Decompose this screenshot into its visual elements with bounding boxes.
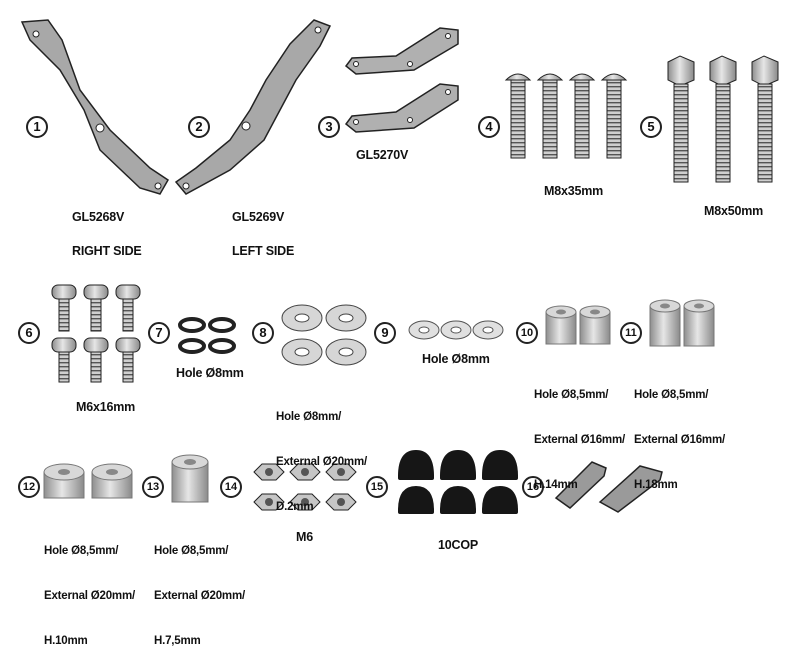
spec-line: Hole Ø8,5mm/ <box>154 545 229 557</box>
part-code: GL5268V <box>72 210 125 224</box>
part-side-label: LEFT SIDE <box>232 244 295 258</box>
right-side-bracket <box>20 19 169 195</box>
spec-line: Hole Ø8,5mm/ <box>534 389 609 401</box>
spec-line: H.10mm <box>44 635 88 647</box>
item-number: 10 <box>516 322 538 344</box>
spec-line: D.2mm <box>276 501 314 513</box>
spacer-h7-5 <box>171 454 209 503</box>
spec-line: External Ø20mm/ <box>44 590 135 602</box>
item-number: 9 <box>374 322 396 344</box>
spacers-h18 <box>649 299 715 347</box>
item-number: 5 <box>640 116 662 138</box>
part-size-label: M6 <box>296 530 313 544</box>
caps-10cop <box>398 450 518 514</box>
item-number: 8 <box>252 322 274 344</box>
spec-line: Hole Ø8,5mm/ <box>44 545 119 557</box>
nuts-m6 <box>253 463 357 511</box>
item-number: 2 <box>188 116 210 138</box>
spec-line: External Ø20mm/ <box>154 590 245 602</box>
spacers-h10 <box>43 463 133 499</box>
item-number: 1 <box>26 116 48 138</box>
spec-line: H.14mm <box>534 479 578 491</box>
item-number: 13 <box>142 476 164 498</box>
part-side-label: RIGHT SIDE <box>72 244 142 258</box>
item-number: 16 <box>522 476 544 498</box>
spec-line: External Ø20mm/ <box>276 456 367 468</box>
bolts-m8x35 <box>504 73 628 159</box>
item-number: 4 <box>478 116 500 138</box>
spec-line: External Ø16mm/ <box>534 434 625 446</box>
item-number: 11 <box>620 322 642 344</box>
spec-line: H.18mm <box>634 479 678 491</box>
spec-line: Hole Ø8mm/ <box>276 411 342 423</box>
part-size-label: 10COP <box>438 538 478 552</box>
washers-8mm <box>408 320 504 340</box>
item-number: 7 <box>148 322 170 344</box>
spec-line: Hole Ø8,5mm/ <box>634 389 709 401</box>
part-size-label: M6x16mm <box>76 400 136 414</box>
part-code: GL5269V <box>232 210 285 224</box>
clips <box>554 461 663 513</box>
part-size-label: Hole Ø8mm <box>422 352 490 366</box>
item-number: 3 <box>318 116 340 138</box>
spacers-h14 <box>545 305 611 345</box>
item-number: 12 <box>18 476 40 498</box>
plate-gl5270v <box>344 27 459 133</box>
part-spec-label: Hole Ø8,5mm/ External Ø16mm/ H.18mm <box>634 358 725 508</box>
item-number: 15 <box>366 476 388 498</box>
part-spec-label: Hole Ø8mm/ External Ø20mm/ D.2mm <box>276 380 367 530</box>
spec-line: External Ø16mm/ <box>634 434 725 446</box>
spec-line: H.7,5mm <box>154 635 201 647</box>
part-size-label: Hole Ø8mm <box>176 366 244 380</box>
bolts-m8x50 <box>667 55 779 183</box>
part-spec-label: Hole Ø8,5mm/ External Ø16mm/ H.14mm <box>534 358 625 508</box>
part-size-label: M8x50mm <box>704 204 764 218</box>
part-spec-label: Hole Ø8,5mm/ External Ø20mm/ H.10mm <box>44 514 135 664</box>
item-number: 14 <box>220 476 242 498</box>
part-size-label: M8x35mm <box>544 184 604 198</box>
parts-illustration <box>20 19 779 514</box>
item-number: 6 <box>18 322 40 344</box>
part-spec-label: Hole Ø8,5mm/ External Ø20mm/ H.7,5mm <box>154 514 245 664</box>
washers-20mm <box>281 304 367 366</box>
left-side-bracket <box>174 19 332 195</box>
part-code: GL5270V <box>356 148 409 162</box>
lock-washers <box>178 317 236 354</box>
bolts-m6x16 <box>51 284 141 383</box>
